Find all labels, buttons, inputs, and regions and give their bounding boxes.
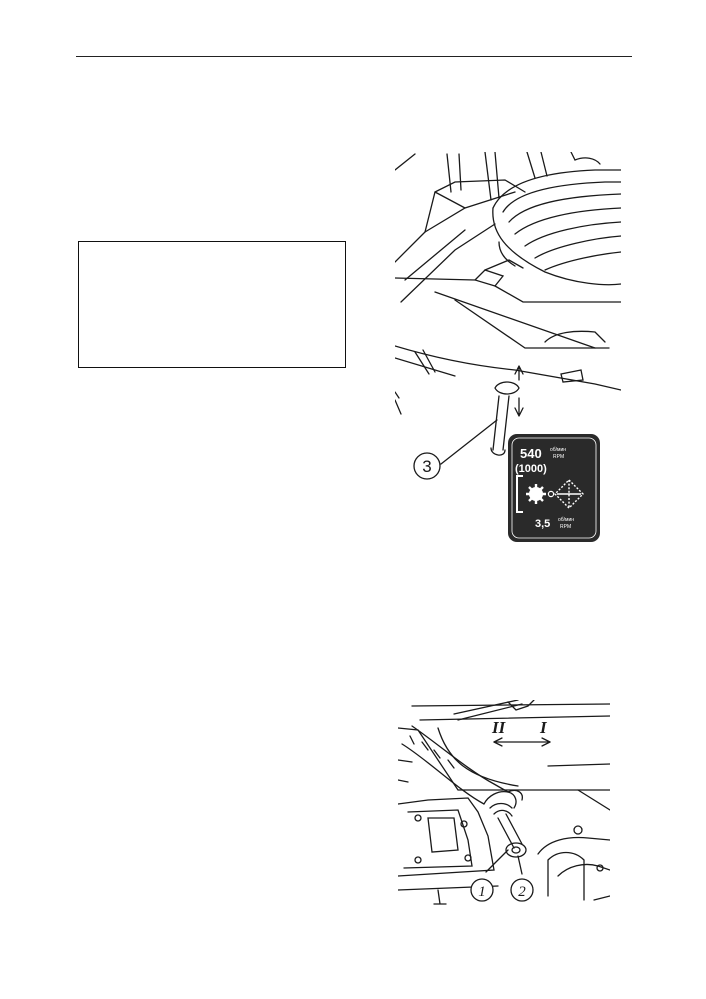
callout-3-label: 3 [422, 457, 431, 476]
header-rule [76, 56, 632, 57]
decal-unit-bottom-en: RPM [560, 524, 571, 530]
decal-unit-top-en: RPM [553, 454, 564, 460]
direction-label-right: I [539, 718, 548, 737]
pto-speed-decal: 540 об/мин RPM (1000) [508, 434, 600, 542]
empty-note-box [78, 241, 346, 368]
decal-speed-alt: (1000) [515, 463, 547, 475]
figure-top-drawing: 3 540 об/мин RPM (1000) [395, 152, 621, 542]
pto-ring-icon [547, 490, 555, 498]
callout-1-label: 1 [478, 884, 486, 900]
decal-speed-bottom: 3,5 [535, 518, 550, 530]
pto-rotation-icon [554, 479, 584, 509]
direction-label-left: II [491, 718, 507, 737]
figure-top-lever-illustration: 3 540 об/мин RPM (1000) [395, 152, 621, 544]
decal-unit-top-ru: об/мин [550, 447, 566, 453]
callout-2-label: 2 [518, 884, 526, 900]
decal-unit-bottom-ru: об/мин [558, 517, 574, 523]
figure-bottom-wrench-illustration: II I 1 2 [398, 700, 610, 914]
decal-speed-top: 540 [520, 446, 542, 461]
figure-bottom-drawing: II I 1 2 [398, 700, 610, 905]
pto-gear-icon [526, 484, 546, 504]
